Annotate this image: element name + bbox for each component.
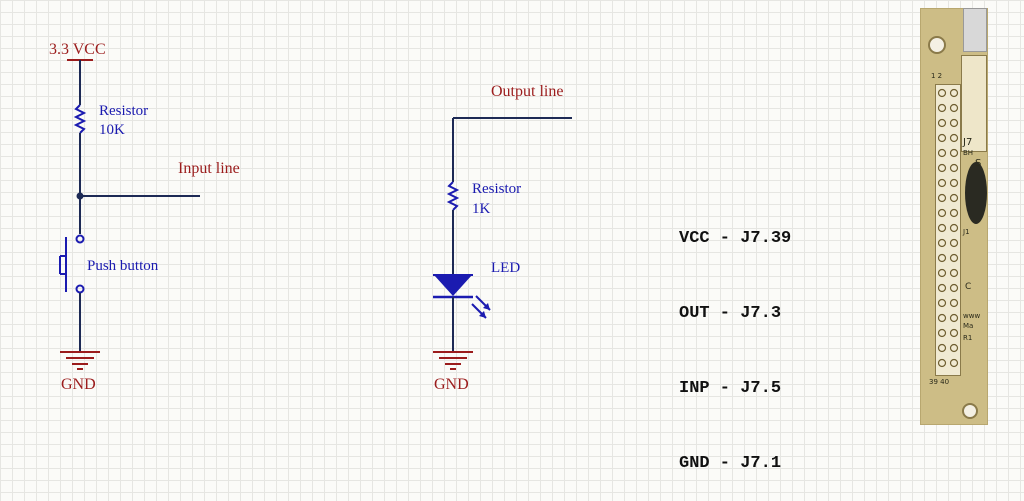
pin-row-inp: INP - J7.5 xyxy=(679,379,782,398)
pin-signal: VCC xyxy=(679,229,710,248)
output-circuit: Output line Resistor 1K LED GND xyxy=(433,83,572,393)
schematic-canvas: 3.3 VCC Resistor 10K Input line Push but… xyxy=(49,41,572,393)
input-line-label: Input line xyxy=(178,160,240,177)
pin-mapping: VCC - J7.39 OUT - J7.3 INP - J7.5 GND - … xyxy=(679,176,791,501)
resistor-value: 1K xyxy=(472,201,491,217)
pin-id: J7.1 xyxy=(740,454,782,473)
gnd-symbol xyxy=(433,351,473,370)
push-button-symbol xyxy=(59,234,85,294)
pin-signal: OUT xyxy=(679,304,710,323)
gnd-label: GND xyxy=(434,376,469,393)
pin-row-out: OUT - J7.3 xyxy=(679,304,782,323)
output-line-label: Output line xyxy=(491,83,563,100)
resistor-value: 10K xyxy=(99,122,125,138)
vcc-label: 3.3 VCC xyxy=(49,41,106,58)
board-text-c: C xyxy=(965,282,972,292)
led-label: LED xyxy=(491,260,520,276)
pin-id: J7.39 xyxy=(740,229,792,248)
board-pin-header xyxy=(935,84,961,376)
board-mount-hole-top xyxy=(928,36,946,54)
board-text-s: S xyxy=(975,158,982,169)
board-pin-grid xyxy=(937,88,959,368)
board-pin-first-label: 1 2 xyxy=(931,72,943,80)
pin-row-vcc: VCC - J7.39 xyxy=(679,229,792,248)
board-usb-connector xyxy=(963,8,987,52)
pin-row-gnd: GND - J7.1 xyxy=(679,454,782,473)
board-text-www: www xyxy=(963,312,981,320)
pin-id: J7.3 xyxy=(740,304,782,323)
board-connector-label: J7 xyxy=(963,137,973,148)
pin-signal: INP xyxy=(679,379,710,398)
board-mount-hole-bottom xyxy=(962,403,978,419)
gnd-symbol xyxy=(60,351,100,370)
board-text-r1: R1 xyxy=(963,334,973,342)
resistor-label: Resistor xyxy=(99,103,148,119)
board-pin-last-label: 39 40 xyxy=(929,378,950,386)
resistor-1k-symbol xyxy=(446,181,460,211)
board-text-j1: J1 xyxy=(963,228,970,236)
push-button-label: Push button xyxy=(87,258,159,274)
board-text-ma: Ma xyxy=(963,322,974,330)
board-text-bh: BH xyxy=(963,149,974,157)
pin-signal: GND xyxy=(679,454,710,473)
resistor-label: Resistor xyxy=(472,181,521,197)
board-component-dark xyxy=(965,162,987,224)
input-circuit: 3.3 VCC Resistor 10K Input line Push but… xyxy=(49,41,240,393)
led-symbol xyxy=(433,274,491,319)
board-header-block xyxy=(961,55,987,152)
gnd-label: GND xyxy=(61,376,96,393)
pin-id: J7.5 xyxy=(740,379,782,398)
resistor-10k-symbol xyxy=(73,104,87,134)
